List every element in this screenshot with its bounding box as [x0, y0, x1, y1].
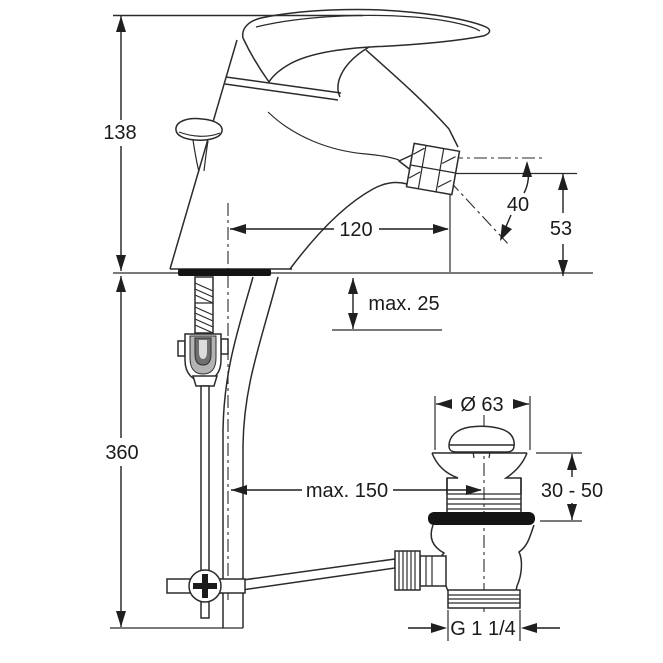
aerator-hatch-3 [441, 156, 456, 165]
mounting-clamp [177, 333, 229, 387]
spout-top-edge [365, 49, 459, 148]
centerlines [227, 145, 545, 612]
under-deck-assembly [166, 276, 396, 628]
waste-assembly [394, 425, 535, 609]
dim-label-deck-thickness: max. 25 [368, 293, 439, 315]
arrowhead-right [513, 399, 529, 409]
body-left-edge [169, 39, 238, 270]
waste-side-nut [394, 550, 447, 591]
pop-up-knob-stem-left [192, 139, 200, 173]
threaded-shank [194, 276, 214, 334]
arrowhead-left [230, 224, 246, 234]
arrowhead-down [348, 313, 358, 329]
nut-knurling [398, 551, 416, 590]
lever-handle-outline [241, 8, 491, 84]
dimension-hose-360: 360 [105, 276, 139, 627]
dim-label-reach: 120 [339, 219, 372, 241]
arrowhead-right [433, 224, 449, 234]
supply-hose [222, 276, 279, 628]
dim-label-waste-distance: max. 150 [306, 480, 388, 502]
dim-label-waste-diameter: Ø 63 [460, 394, 503, 416]
waste-bottom-thread [447, 589, 521, 609]
nut-connector [419, 555, 447, 587]
arrowhead-up [567, 454, 577, 470]
dim-label-thread: G 1 1/4 [450, 618, 516, 640]
collar-line-lower [224, 83, 339, 101]
dimension-thread-g114: G 1 1/4 [408, 610, 560, 641]
pop-up-knob-stem-right [203, 140, 209, 172]
arrowhead-up [522, 161, 532, 177]
hose-right-edge [242, 276, 279, 628]
dimension-deck-max25: max. 25 [348, 278, 440, 329]
clamp-tab-right [220, 338, 229, 355]
pop-up-knob-face-line [178, 131, 221, 137]
waste-gasket [428, 512, 535, 525]
arrowhead-up [558, 174, 568, 190]
aerator-hatch-4 [437, 179, 452, 188]
clamp-tab-left [177, 340, 186, 357]
clamp-slot-light [199, 340, 207, 359]
arrowhead-left [436, 399, 452, 409]
neck-back-curve [337, 46, 370, 98]
arrowhead-right [466, 485, 482, 495]
dim-label-spout-height: 53 [550, 218, 572, 240]
aerator-hatch-2 [408, 171, 421, 179]
arrowhead-down [567, 504, 577, 520]
waste-plug-cap [448, 425, 515, 453]
dim-label-angle: 40 [507, 194, 529, 216]
arrowhead-left [231, 485, 247, 495]
spray-angle-centerline [416, 145, 511, 247]
dimension-waste-distance-max150: max. 150 [231, 480, 482, 502]
lever-handle-top-face-line [255, 14, 481, 32]
arrowhead-up [348, 278, 358, 294]
arrowhead-down [116, 255, 126, 271]
shank-hatching [194, 282, 214, 334]
funnel-left-edge [431, 452, 459, 494]
pop-up-knob [175, 117, 223, 173]
waste-body-right [515, 524, 535, 592]
dimension-spout-height-53: 53 [550, 174, 572, 276]
clamp-collar [191, 375, 219, 387]
base-gasket [178, 269, 271, 276]
dimension-height-138: 138 [103, 16, 137, 271]
funnel-right-edge [503, 452, 528, 494]
pop-up-rod [200, 385, 210, 619]
spout-underside-curve [289, 181, 408, 270]
rod-cross-fitting [166, 569, 246, 603]
arrowhead-up [116, 16, 126, 32]
arrowhead-left-inward [521, 623, 537, 633]
dimension-reach-120: 120 [230, 219, 449, 241]
shank-outline [194, 276, 214, 334]
dimension-waste-diameter-63: Ø 63 [434, 394, 531, 450]
faucet-body [169, 8, 491, 270]
aerator-knurl-body [405, 142, 461, 196]
aerator-hatch-1 [412, 147, 425, 155]
arrowhead-down [116, 611, 126, 627]
screw-slot-vertical [202, 574, 208, 598]
arrowhead-to-centerline [500, 224, 512, 241]
aerator-mid-line [410, 164, 456, 174]
dimension-spray-angle-40: 40 [500, 161, 532, 241]
dim-label-height: 138 [103, 122, 136, 144]
hose-left-edge [222, 276, 254, 628]
arrowhead-down [558, 260, 568, 276]
spout-cheek-curve [267, 111, 400, 161]
dim-label-mount-range: 30 - 50 [541, 480, 603, 502]
waste-upper-thread [446, 478, 522, 513]
arrowhead-up [116, 276, 126, 292]
aerator [397, 142, 461, 196]
dim-label-hose-length: 360 [105, 442, 138, 464]
pop-up-knob-head [175, 117, 223, 141]
waste-linkage-rod [220, 558, 396, 594]
dimension-mount-range-30-50: 30 - 50 [536, 452, 603, 522]
collar-line-upper [225, 76, 342, 94]
arrowhead-right-inward [431, 623, 447, 633]
